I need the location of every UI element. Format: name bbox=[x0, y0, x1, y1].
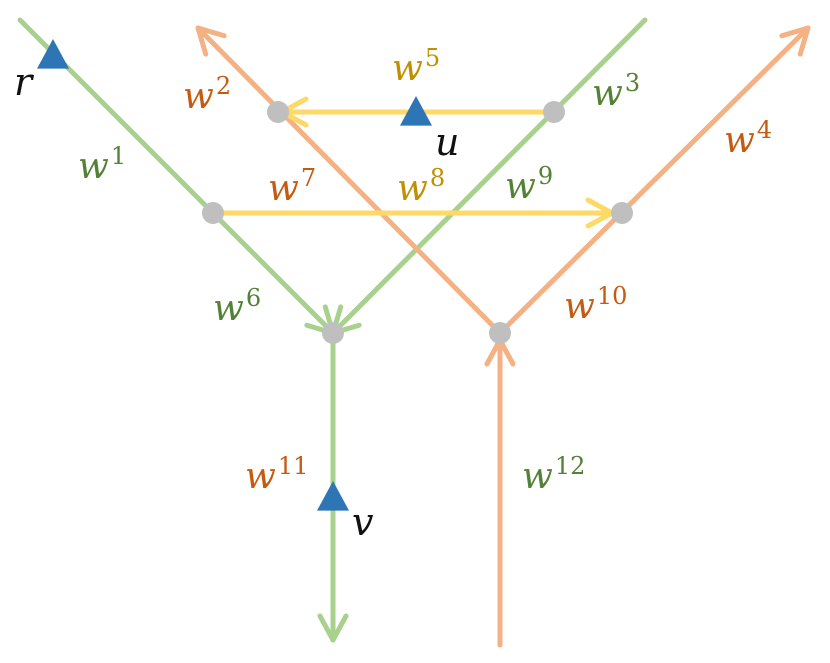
edge-w1-w6 bbox=[17, 17, 336, 336]
label-w1-sup: 1 bbox=[111, 142, 126, 170]
node-mid-left bbox=[202, 202, 224, 224]
label-w10-base: w bbox=[564, 286, 595, 327]
label-w12: w12 bbox=[522, 452, 585, 497]
label-w9-base: w bbox=[505, 166, 536, 207]
label-w12-base: w bbox=[522, 456, 553, 497]
label-w7-sup: 7 bbox=[301, 164, 316, 192]
label-w5: w5 bbox=[392, 44, 440, 89]
label-w1: w1 bbox=[78, 142, 126, 187]
label-w7-base: w bbox=[268, 168, 299, 209]
arrowhead-w11 bbox=[317, 613, 349, 643]
point-names: r u v bbox=[14, 60, 459, 544]
arrowhead-w2 bbox=[195, 25, 227, 57]
marker-v bbox=[317, 481, 349, 511]
node-bottom-left bbox=[322, 322, 344, 344]
node-mid-right bbox=[611, 202, 633, 224]
point-name-v: v bbox=[352, 500, 374, 544]
label-w5-sup: 5 bbox=[425, 44, 440, 72]
label-w4-sup: 4 bbox=[757, 116, 772, 144]
nodes bbox=[202, 101, 633, 344]
label-w10-sup: 10 bbox=[597, 282, 628, 310]
point-name-u: u bbox=[435, 120, 459, 164]
edge-w10-w4 bbox=[497, 25, 811, 336]
arrowhead-w4 bbox=[779, 25, 811, 57]
markers bbox=[37, 39, 432, 511]
label-w2-base: w bbox=[183, 76, 214, 117]
label-w1-base: w bbox=[78, 146, 109, 187]
label-w6-base: w bbox=[213, 288, 244, 329]
label-w9: w9 bbox=[505, 162, 553, 207]
edge-w3-w9 bbox=[330, 17, 648, 336]
label-w4: w4 bbox=[724, 116, 772, 161]
label-w12-sup: 12 bbox=[555, 452, 586, 480]
label-w8-base: w bbox=[397, 168, 428, 209]
label-w11-base: w bbox=[245, 456, 276, 497]
label-w5-base: w bbox=[392, 48, 423, 89]
label-w9-sup: 9 bbox=[538, 162, 553, 190]
label-w3: w3 bbox=[592, 69, 640, 114]
node-top-left bbox=[267, 101, 289, 123]
label-w8-sup: 8 bbox=[430, 164, 445, 192]
label-w11: w11 bbox=[245, 452, 308, 497]
edge-w2-w7 bbox=[195, 25, 503, 336]
node-top-right bbox=[543, 101, 565, 123]
node-bottom-right bbox=[489, 322, 511, 344]
label-w10: w10 bbox=[564, 282, 627, 327]
marker-u bbox=[400, 96, 432, 126]
label-w4-base: w bbox=[724, 120, 755, 161]
label-w8: w8 bbox=[397, 164, 445, 209]
label-w6: w6 bbox=[213, 284, 261, 329]
label-w3-sup: 3 bbox=[625, 69, 640, 97]
label-w2: w2 bbox=[183, 72, 231, 117]
label-w2-sup: 2 bbox=[216, 72, 231, 100]
point-name-r: r bbox=[14, 60, 35, 104]
marker-r bbox=[37, 39, 69, 69]
label-w3-base: w bbox=[592, 73, 623, 114]
label-w7: w7 bbox=[268, 164, 316, 209]
label-w6-sup: 6 bbox=[246, 284, 261, 312]
label-w11-sup: 11 bbox=[278, 452, 309, 480]
